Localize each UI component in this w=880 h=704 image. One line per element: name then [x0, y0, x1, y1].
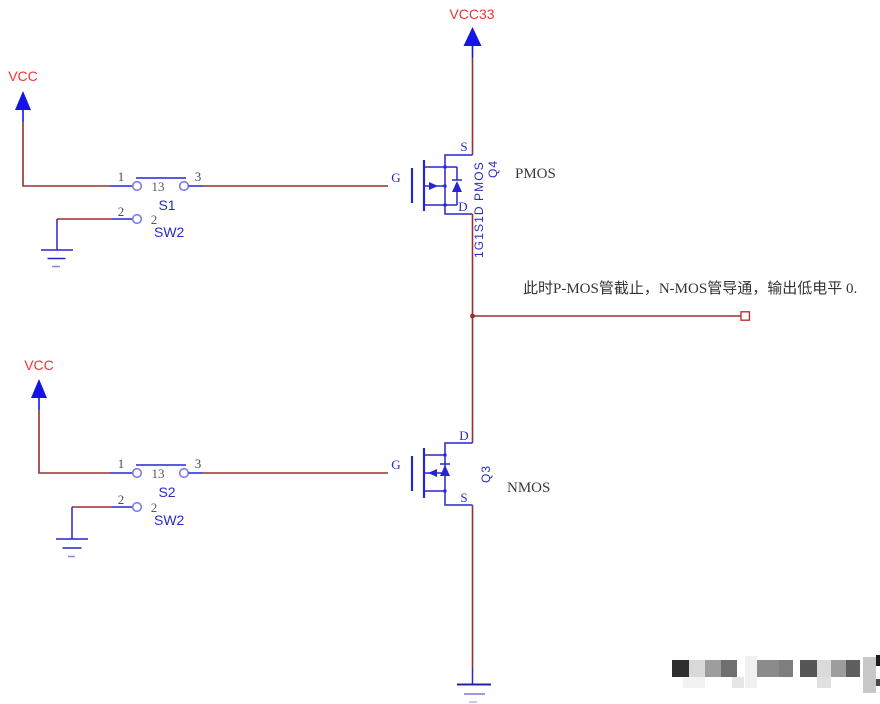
s2-pin2-inner-number: 2 — [151, 500, 158, 515]
watermark-block — [817, 660, 831, 677]
watermark — [672, 655, 880, 693]
s2-refdes: S2 — [158, 484, 175, 500]
q3-body-diode-icon — [440, 463, 450, 476]
q3-drain-pin-label: D — [459, 428, 468, 443]
watermark-block — [876, 679, 880, 686]
watermark-block — [817, 677, 831, 688]
power-arrow-icon — [31, 379, 47, 398]
watermark-block — [745, 656, 757, 688]
s1-pin2-number: 2 — [118, 204, 125, 219]
watermark-block — [800, 660, 817, 677]
s1-pin1-number: 1 — [118, 169, 125, 184]
q3-type-label: NMOS — [507, 480, 550, 496]
watermark-block — [863, 657, 876, 693]
power-arrow-icon — [463, 27, 482, 46]
s1-pin2-inner-number: 2 — [151, 212, 158, 227]
wire-vcc-to-s1 — [22, 122, 110, 187]
vcc33-label: VCC33 — [449, 6, 494, 22]
s1-part-number: SW2 — [154, 224, 185, 240]
q4-part-number: 1G1S1D PMOS — [472, 161, 486, 258]
vcc-upper-power-port: VCC — [8, 68, 38, 122]
s1-pin3-contact — [178, 180, 190, 192]
q4-body-diode-icon — [452, 167, 462, 205]
q3-junction-dot — [443, 489, 447, 493]
q3-junction-dot — [443, 453, 447, 457]
watermark-block — [846, 660, 860, 677]
q3-body-arrow-icon — [428, 469, 437, 477]
nmos-q3: G D S Q3 NMOS — [391, 428, 550, 506]
watermark-block — [705, 660, 721, 677]
ground-symbol-bottom — [457, 668, 491, 703]
q3-source-pin-label: S — [460, 490, 467, 505]
ground-symbol-s2 — [56, 507, 88, 558]
s1-refdes: S1 — [158, 197, 175, 213]
q4-type-label: PMOS — [515, 166, 556, 182]
q4-junction-dot — [443, 184, 447, 188]
watermark-block — [779, 660, 793, 677]
watermark-block — [732, 677, 744, 688]
s1-pin2-contact — [131, 213, 143, 225]
watermark-block — [757, 660, 779, 677]
q3-junction-dot — [443, 471, 447, 475]
q3-gate-pin-label: G — [391, 457, 400, 472]
s2-pin2-contact — [131, 501, 143, 513]
vcc33-power-port: VCC33 — [449, 6, 495, 58]
output-terminal-square — [740, 311, 751, 321]
q4-drain-pin-label: D — [458, 199, 467, 214]
annotation-text: 此时P-MOS管截止，N-MOS管导通，输出低电平 0. — [523, 280, 857, 297]
switch-s2: 1 3 13 S2 2 2 SW2 — [110, 456, 203, 528]
pmos-q4: G S D 1G1S1D PMOS Q4 PMOS — [391, 139, 556, 258]
wire-vcc-to-s2 — [38, 410, 110, 474]
watermark-block — [672, 660, 689, 677]
q4-gate-pin-label: G — [391, 170, 400, 185]
q4-source-pin-label: S — [460, 139, 467, 154]
s2-pin3-contact — [178, 467, 190, 479]
s2-pin2-number: 2 — [118, 492, 125, 507]
q4-junction-dot — [443, 203, 447, 207]
q4-refdes: Q4 — [486, 160, 500, 178]
s2-bridge-label: 13 — [152, 466, 165, 481]
s1-bridge-label: 13 — [152, 179, 165, 194]
watermark-block — [831, 660, 846, 677]
watermark-block — [876, 655, 880, 666]
watermark-block — [689, 660, 705, 677]
s2-pin3-number: 3 — [195, 456, 202, 471]
power-arrow-icon — [15, 91, 31, 110]
s1-pin3-number: 3 — [195, 169, 202, 184]
q3-drain-source-conn — [444, 442, 473, 506]
ground-symbol-s1 — [41, 219, 73, 268]
s1-pin1-contact — [131, 180, 143, 192]
q3-refdes: Q3 — [479, 465, 493, 483]
q4-junction-dot — [443, 165, 447, 169]
vcc-upper-label: VCC — [8, 68, 38, 84]
s2-pin1-number: 1 — [118, 456, 125, 471]
s2-part-number: SW2 — [154, 512, 185, 528]
vcc-lower-power-port: VCC — [24, 357, 54, 410]
watermark-block — [721, 660, 737, 677]
s2-pin1-contact — [131, 467, 143, 479]
watermark-block — [683, 677, 705, 688]
vcc-lower-label: VCC — [24, 357, 54, 373]
q4-body-arrow-icon — [429, 182, 438, 190]
switch-s1: 1 3 13 S1 2 2 SW2 — [110, 169, 203, 240]
